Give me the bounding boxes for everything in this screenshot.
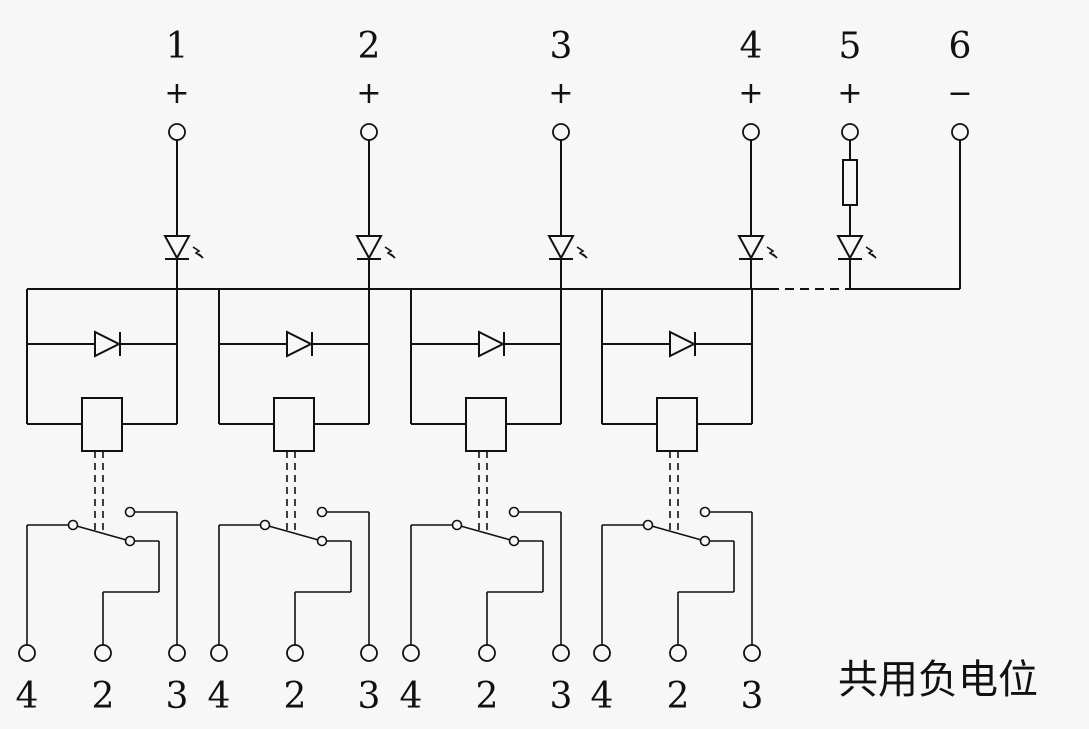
bottom-terminal-circle [18, 644, 36, 662]
flyback-diode [669, 330, 697, 358]
bottom-terminal-circle [168, 644, 186, 662]
bottom-terminal-circle [360, 644, 378, 662]
polarity-sign: + [548, 76, 573, 111]
polarity-sign: + [837, 76, 862, 111]
bottom-terminal-circle [478, 644, 496, 662]
bottom-terminal-label: 2 [284, 676, 307, 717]
top-terminal-number: 2 [358, 26, 381, 67]
bottom-terminal-circle [286, 644, 304, 662]
bottom-terminal-circle [210, 644, 228, 662]
top-terminal-number: 1 [166, 26, 189, 67]
resistor [842, 159, 858, 206]
led-indicator [836, 235, 877, 261]
top-terminal-group-5: 5+ [836, 26, 877, 289]
top-terminal-number: 5 [839, 26, 862, 67]
relay-coil [81, 397, 123, 452]
bottom-terminal-circle [669, 644, 687, 662]
bottom-terminal-label: 3 [741, 676, 764, 717]
relay-module-2: 4 2 3 [208, 289, 381, 717]
bottom-terminal-label: 3 [550, 676, 573, 717]
terminal-circle [168, 123, 186, 141]
relay-coil [656, 397, 698, 452]
changeover-contact [218, 506, 370, 645]
bottom-terminal-label: 4 [208, 676, 231, 717]
led-indicator [547, 235, 588, 261]
led-indicator [737, 235, 778, 261]
top-terminal-group-3: 3+ [547, 26, 588, 289]
bottom-terminal-circle [552, 644, 570, 662]
top-terminal-group-4: 4+ [737, 26, 778, 289]
relay-coil [273, 397, 315, 452]
bottom-terminal-label: 3 [358, 676, 381, 717]
bottom-terminal-circle [94, 644, 112, 662]
bottom-terminal-label: 3 [166, 676, 189, 717]
bottom-terminal-label: 2 [92, 676, 115, 717]
top-terminal-number: 3 [550, 26, 573, 67]
flyback-diode [478, 330, 506, 358]
led-indicator [163, 235, 204, 261]
terminal-circle [841, 123, 859, 141]
relay-coil [465, 397, 507, 452]
relay-module-3: 4 2 3 [400, 289, 573, 717]
changeover-contact [410, 506, 562, 645]
bottom-terminal-label: 2 [667, 676, 690, 717]
bottom-terminal-circle [402, 644, 420, 662]
top-terminal-number: 4 [740, 26, 763, 67]
bottom-terminal-circle [593, 644, 611, 662]
terminal-circle [552, 123, 570, 141]
terminal-circle [742, 123, 760, 141]
terminal-circle [360, 123, 378, 141]
bottom-terminal-circle [743, 644, 761, 662]
changeover-contact [601, 506, 753, 645]
top-terminal-group-6: 6− [947, 26, 973, 141]
top-terminal-group-2: 2+ [355, 26, 396, 289]
flyback-diode [286, 330, 314, 358]
changeover-contact [26, 506, 178, 645]
common-bus [27, 140, 961, 290]
caption-common-negative: 共用负电位 [838, 657, 1038, 703]
bottom-terminal-label: 4 [16, 676, 39, 717]
flyback-diode [94, 330, 122, 358]
top-terminal-group-1: 1+ [163, 26, 204, 289]
relay-module-4: 4 2 3 [591, 289, 764, 717]
bottom-terminal-label: 4 [400, 676, 423, 717]
terminal-circle [951, 123, 969, 141]
polarity-sign: + [738, 76, 763, 111]
polarity-sign: + [356, 76, 381, 111]
top-terminal-number: 6 [949, 26, 972, 67]
led-indicator [355, 235, 396, 261]
polarity-sign: − [947, 76, 972, 111]
relay-module-1: 4 2 3 [16, 289, 189, 717]
polarity-sign: + [164, 76, 189, 111]
bottom-terminal-label: 2 [476, 676, 499, 717]
bottom-terminal-label: 4 [591, 676, 614, 717]
